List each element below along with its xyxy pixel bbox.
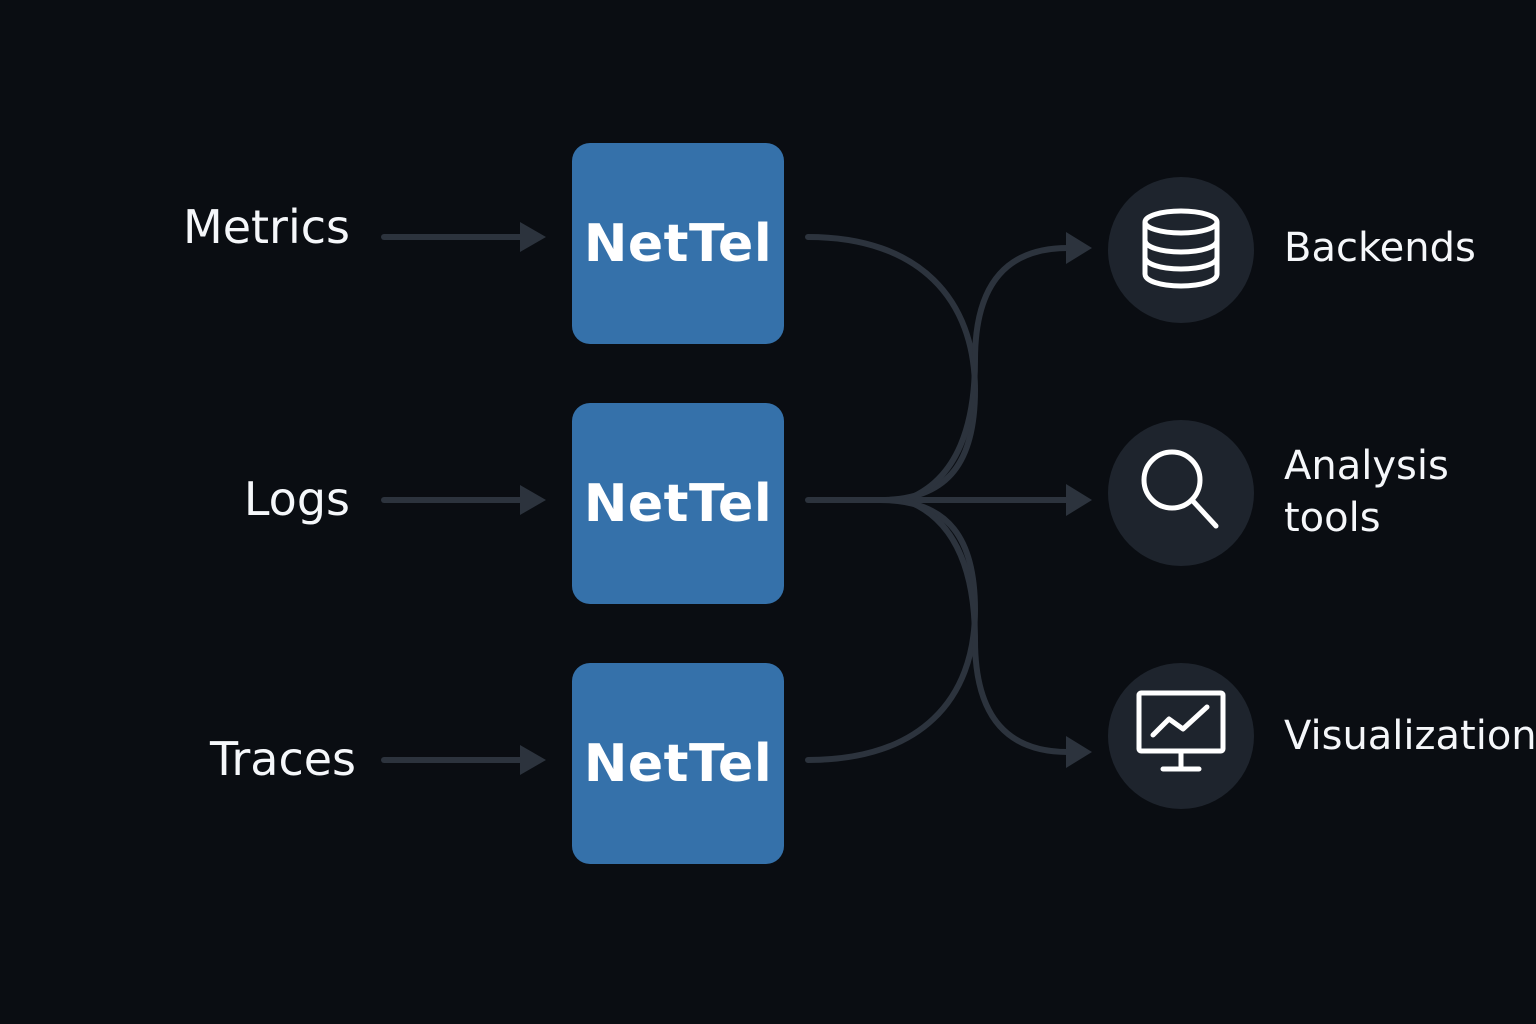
magnifier-icon	[1136, 446, 1226, 540]
monitor-chart-icon	[1135, 689, 1227, 783]
visualization-arrowhead	[1066, 736, 1092, 768]
analysis-arrowhead	[1066, 484, 1092, 516]
collector-node-logs: NetTel	[572, 403, 784, 604]
logs-arrowhead	[520, 485, 546, 515]
branch-to-backends	[902, 245, 1071, 503]
input-label-traces: Traces	[210, 732, 356, 786]
branch-to-visualization	[902, 497, 1071, 755]
destination-label-analysis-tools: Analysis tools	[1284, 443, 1449, 541]
collector-node-traces: NetTel	[572, 663, 784, 864]
traces-arrowhead	[520, 745, 546, 775]
destination-label-backends: Backends	[1284, 225, 1476, 271]
destination-label-visualization: Visualization	[1284, 713, 1536, 759]
analysis-icon-circle	[1108, 420, 1254, 566]
visualization-icon-circle	[1108, 663, 1254, 809]
input-label-logs: Logs	[243, 472, 350, 526]
database-icon	[1139, 206, 1223, 294]
collector-node-metrics: NetTel	[572, 143, 784, 344]
input-label-metrics: Metrics	[183, 200, 350, 254]
backends-arrowhead	[1066, 232, 1092, 264]
backends-icon-circle	[1108, 177, 1254, 323]
metrics-arrowhead	[520, 222, 546, 252]
